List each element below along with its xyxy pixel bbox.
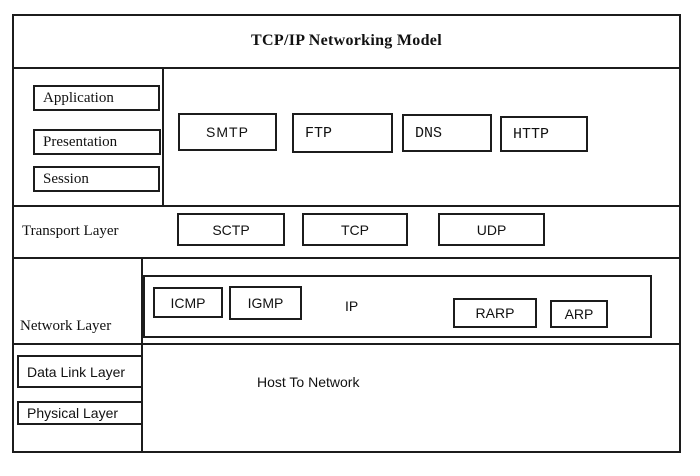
protocol-dns-label: DNS <box>415 124 443 142</box>
data-link-layer-box: Data Link Layer <box>17 355 143 388</box>
protocol-tcp-label: TCP <box>341 221 369 238</box>
data-link-layer-label: Data Link Layer <box>27 363 126 380</box>
physical-layer-box: Physical Layer <box>17 401 143 425</box>
protocol-igmp-box: IGMP <box>229 286 302 320</box>
osi-presentation-box: Presentation <box>33 129 161 155</box>
protocol-icmp-label: ICMP <box>170 294 206 311</box>
protocol-smtp-box: SMTP <box>178 113 277 151</box>
osi-application-label: Application <box>43 89 114 106</box>
protocol-ftp-label: FTP <box>305 124 333 142</box>
application-section-divider-line <box>162 67 164 207</box>
protocol-udp-box: UDP <box>438 213 545 246</box>
protocol-igmp-label: IGMP <box>247 295 284 311</box>
protocol-ftp-box: FTP <box>292 113 393 153</box>
protocol-rarp-box: RARP <box>453 298 537 328</box>
protocol-sctp-label: SCTP <box>212 221 250 238</box>
protocol-rarp-label: RARP <box>475 305 515 321</box>
osi-session-box: Session <box>33 166 160 192</box>
host-to-network-label: Host To Network <box>257 374 360 390</box>
protocol-tcp-box: TCP <box>302 213 408 246</box>
protocol-udp-label: UDP <box>476 221 507 238</box>
protocol-smtp-label: SMTP <box>206 124 249 140</box>
protocol-sctp-box: SCTP <box>177 213 285 246</box>
transport-layer-label: Transport Layer <box>22 223 119 239</box>
transport-network-separator-line <box>12 257 681 259</box>
osi-application-box: Application <box>33 85 160 111</box>
protocol-icmp-box: ICMP <box>153 287 223 318</box>
network-layer-label: Network Layer <box>20 318 112 334</box>
physical-layer-label: Physical Layer <box>27 405 119 421</box>
protocol-http-label: HTTP <box>513 125 550 143</box>
diagram-title: TCP/IP Networking Model <box>251 31 442 49</box>
application-transport-separator-line <box>12 205 681 207</box>
network-link-separator-line <box>12 343 681 345</box>
title-separator-line <box>12 67 681 69</box>
protocol-ip-label: IP <box>345 298 359 314</box>
protocol-http-box: HTTP <box>500 116 588 152</box>
osi-session-label: Session <box>43 170 89 187</box>
protocol-arp-label: ARP <box>564 306 594 322</box>
protocol-arp-box: ARP <box>550 300 608 328</box>
osi-presentation-label: Presentation <box>43 133 118 150</box>
protocol-dns-box: DNS <box>402 114 492 152</box>
